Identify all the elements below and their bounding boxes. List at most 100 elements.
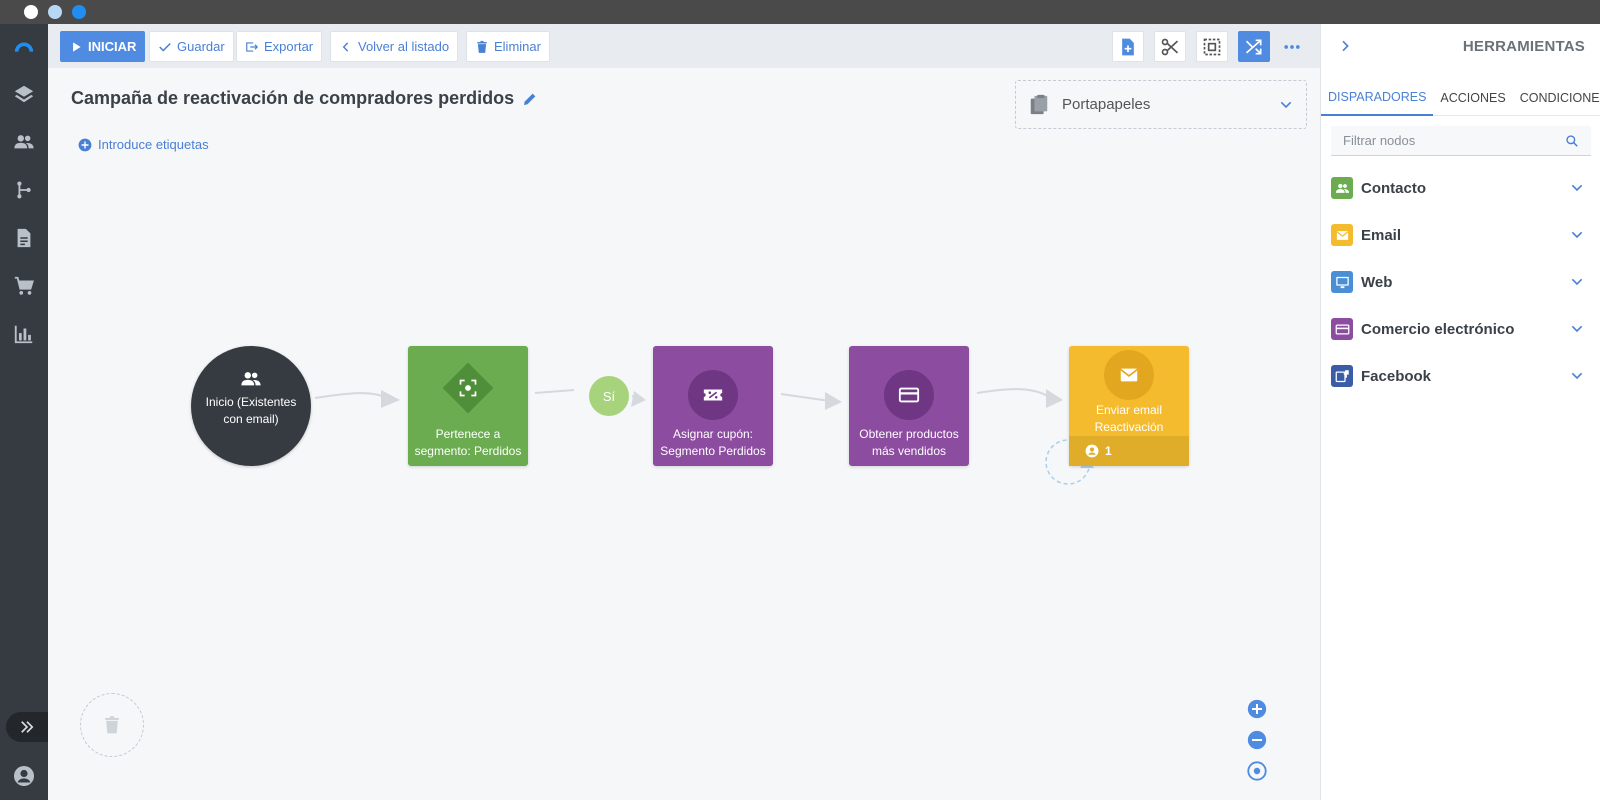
tab-actions[interactable]: ACCIONES	[1440, 91, 1506, 105]
tools-panel-title: HERRAMIENTAS	[1462, 37, 1585, 55]
tab-conditions[interactable]: CONDICIONES	[1519, 91, 1600, 105]
back-to-list-button-label: Volver al listado	[358, 39, 450, 54]
category-email-label: Email	[1361, 226, 1402, 244]
arrow-head	[381, 390, 400, 408]
cut-button[interactable]	[1154, 31, 1186, 62]
category-contact[interactable]: Contacto	[1331, 173, 1593, 203]
add-tags-label: Introduce etiquetas	[98, 137, 209, 152]
start-button[interactable]: INICIAR	[60, 31, 146, 62]
assign-coupon-node[interactable]: Asignar cupón: Segmento Perdidos	[653, 346, 773, 466]
trash-icon	[105, 716, 119, 734]
document-icon[interactable]	[0, 216, 48, 260]
trash-drop-zone[interactable]	[80, 693, 144, 757]
category-facebook[interactable]: Facebook	[1331, 361, 1593, 391]
window-minimize-button[interactable]	[48, 5, 62, 19]
flow-canvas[interactable]: Campaña de reactivación de compradores p…	[48, 68, 1320, 800]
connector-coupon-products	[780, 393, 831, 402]
toolbar: INICIAR Guardar Exportar Volver al lista…	[48, 24, 1320, 68]
email-contacts-count[interactable]: 1	[1069, 436, 1189, 466]
select-area-icon	[1203, 38, 1221, 55]
expand-sidebar-button[interactable]	[6, 712, 48, 742]
check-icon	[159, 42, 171, 52]
connector-start-segment	[314, 392, 387, 399]
left-sidebar	[0, 24, 48, 800]
play-icon	[73, 41, 81, 52]
contacts-icon[interactable]	[0, 120, 48, 164]
cart-icon[interactable]	[0, 264, 48, 308]
envelope-icon	[1331, 224, 1353, 246]
reports-icon[interactable]	[0, 312, 48, 356]
segment-node-label: Pertenece a segmento: Perdidos	[414, 427, 522, 458]
logo-icon[interactable]	[0, 26, 48, 70]
arrow-head	[825, 392, 842, 410]
user-account-button[interactable]	[0, 752, 48, 800]
save-button-label: Guardar	[177, 39, 225, 54]
minus-circle-icon	[1247, 730, 1267, 750]
connector-products-email	[976, 388, 1052, 399]
send-email-label: Enviar email Reactivación	[1094, 403, 1164, 434]
send-email-node[interactable]: Enviar email Reactivación 1	[1069, 346, 1189, 466]
delete-button-label: Eliminar	[494, 39, 541, 54]
target-icon	[459, 379, 477, 397]
connector-yes-coupon	[631, 395, 639, 399]
coupon-icon-circle	[688, 370, 738, 420]
edit-pencil-icon[interactable]	[522, 91, 538, 107]
start-node-label: Inicio (Existentes con email)	[205, 395, 297, 426]
credit-card-icon	[898, 387, 920, 403]
credit-card-icon	[1331, 318, 1353, 340]
automation-icon[interactable]	[0, 168, 48, 212]
export-button-label: Exportar	[264, 39, 314, 54]
save-button[interactable]: Guardar	[149, 31, 234, 62]
shuffle-icon	[1245, 39, 1262, 54]
delete-button[interactable]: Eliminar	[466, 31, 550, 62]
campaign-title: Campaña de reactivación de compradores p…	[71, 88, 515, 108]
tools-panel-header: HERRAMIENTAS	[1321, 24, 1600, 68]
double-chevron-right-icon	[21, 721, 34, 733]
chevron-down-icon	[1571, 278, 1583, 286]
facebook-icon	[1331, 365, 1353, 387]
start-node[interactable]: Inicio (Existentes con email)	[191, 346, 311, 466]
tools-tabs: DISPARADORES ACCIONES CONDICIONES	[1321, 80, 1600, 116]
yes-label: Sí	[602, 388, 616, 404]
window-close-button[interactable]	[24, 5, 38, 19]
window-maximize-button[interactable]	[72, 5, 86, 19]
contacts-icon	[1331, 177, 1353, 199]
assign-coupon-label: Asignar cupón: Segmento Perdidos	[660, 427, 766, 458]
tab-triggers[interactable]: DISPARADORES	[1321, 80, 1434, 116]
trash-icon	[477, 40, 487, 53]
zoom-in-button[interactable]	[1246, 698, 1268, 720]
best-sellers-node[interactable]: Obtener productos más vendidos	[849, 346, 969, 466]
category-ecommerce[interactable]: Comercio electrónico	[1331, 314, 1593, 344]
plus-circle-icon	[1247, 699, 1267, 719]
zoom-out-button[interactable]	[1246, 729, 1268, 751]
export-button[interactable]: Exportar	[236, 31, 323, 62]
user-icon	[14, 766, 34, 786]
arrow-head	[1046, 389, 1063, 408]
chevron-right-icon[interactable]	[1337, 38, 1353, 54]
center-view-button[interactable]	[1246, 760, 1268, 782]
chevron-down-icon	[1571, 372, 1583, 380]
chevron-left-icon	[342, 41, 349, 52]
clipboard-dropdown[interactable]: Portapapeles	[1015, 80, 1307, 129]
plus-circle-icon	[78, 138, 92, 151]
chevron-down-icon	[1280, 101, 1292, 108]
add-document-button[interactable]	[1112, 31, 1144, 62]
category-web[interactable]: Web	[1331, 267, 1593, 297]
more-options-button[interactable]	[1276, 31, 1308, 62]
start-button-label: INICIAR	[88, 39, 137, 54]
select-all-button[interactable]	[1196, 31, 1228, 62]
clipboard-label: Portapapeles	[1062, 96, 1151, 113]
segment-node[interactable]: Pertenece a segmento: Perdidos	[408, 346, 528, 466]
back-to-list-button[interactable]: Volver al listado	[330, 31, 459, 62]
filter-nodes-input[interactable]: Filtrar nodos	[1331, 126, 1591, 156]
yes-branch-badge: Sí	[589, 376, 629, 416]
add-tags-button[interactable]: Introduce etiquetas	[78, 137, 209, 152]
shuffle-button[interactable]	[1238, 31, 1270, 62]
connector-segment-yes	[534, 389, 575, 394]
card-icon-circle	[884, 370, 934, 420]
filter-placeholder: Filtrar nodos	[1343, 133, 1416, 148]
layers-icon[interactable]	[0, 72, 48, 116]
tools-panel: HERRAMIENTAS DISPARADORES ACCIONES CONDI…	[1320, 24, 1600, 800]
category-email[interactable]: Email	[1331, 220, 1593, 250]
chevron-down-icon	[1571, 325, 1583, 333]
